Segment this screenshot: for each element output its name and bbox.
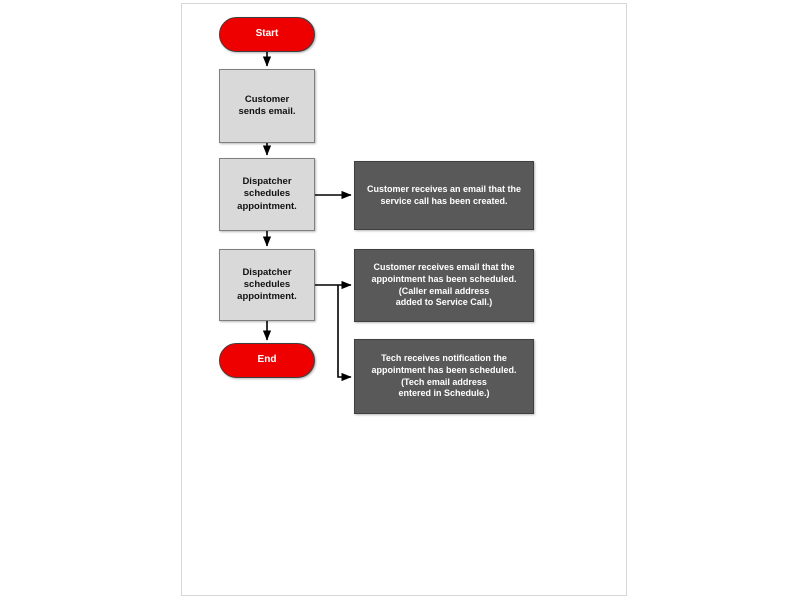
node-notice-appointment-scheduled-customer[interactable]: Customer receives email that the appoint… <box>354 249 534 322</box>
connector-dispatcher2-to-notice3 <box>337 285 352 382</box>
node-customer-sends-email[interactable]: Customer sends email. <box>219 69 315 143</box>
node-notice-appointment-scheduled-tech-label: Tech receives notification the appointme… <box>371 353 517 399</box>
node-dispatcher-schedules-appointment-1[interactable]: Dispatcher schedules appointment. <box>219 158 315 231</box>
node-dispatcher-schedules-appointment-2[interactable]: Dispatcher schedules appointment. <box>219 249 315 321</box>
node-notice-service-call-created[interactable]: Customer receives an email that the serv… <box>354 161 534 230</box>
node-notice-appointment-scheduled-tech[interactable]: Tech receives notification the appointme… <box>354 339 534 414</box>
node-notice-appointment-scheduled-customer-label: Customer receives email that the appoint… <box>371 262 517 308</box>
node-end[interactable]: End <box>219 343 315 378</box>
node-dispatcher-schedules-appointment-1-label: Dispatcher schedules appointment. <box>237 176 297 212</box>
node-start-label: Start <box>255 28 279 40</box>
node-dispatcher-schedules-appointment-2-label: Dispatcher schedules appointment. <box>237 266 297 303</box>
node-notice-service-call-created-label: Customer receives an email that the serv… <box>366 183 522 206</box>
node-start[interactable]: Start <box>219 17 315 52</box>
node-end-label: End <box>257 354 277 366</box>
node-customer-sends-email-label: Customer sends email. <box>238 93 296 117</box>
